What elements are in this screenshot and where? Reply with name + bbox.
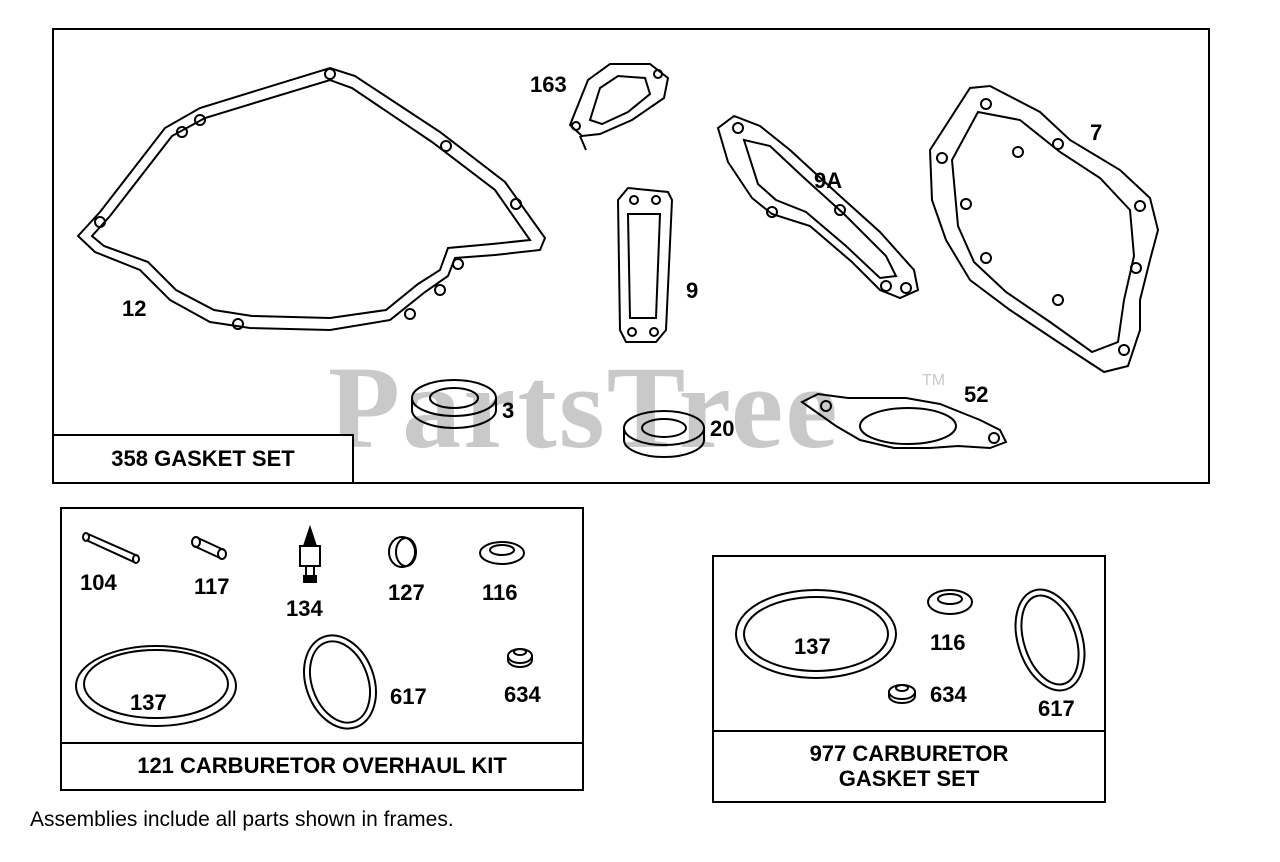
callout-104: 104 <box>80 570 117 595</box>
part-3-seal-drawing <box>411 379 497 429</box>
callout-20: 20 <box>710 416 735 441</box>
carb-set-116-washer-drawing <box>927 589 973 615</box>
carb-gasket-set-title-line2: GASKET SET <box>838 765 980 791</box>
carb-set-callout-617: 617 <box>1038 696 1075 721</box>
watermark-trademark: TM <box>922 372 946 389</box>
part-634-washer-drawing <box>507 648 533 668</box>
callout-116: 116 <box>482 580 518 605</box>
callout-9: 9 <box>686 278 699 303</box>
callout-134: 134 <box>286 596 323 621</box>
callout-52: 52 <box>964 382 989 407</box>
callout-117: 117 <box>194 574 230 599</box>
assemblies-note: Assemblies include all parts shown in fr… <box>30 808 454 831</box>
part-52-gasket-drawing <box>800 392 1008 450</box>
callout-12: 12 <box>122 296 147 321</box>
callout-127: 127 <box>388 580 425 605</box>
part-127-plug-drawing <box>388 536 417 568</box>
carb-set-callout-634: 634 <box>930 682 967 707</box>
part-134-needle-drawing <box>299 524 321 583</box>
callout-163: 163 <box>530 72 567 97</box>
gasket-set-frame <box>52 28 1210 484</box>
carb-set-634-washer-drawing <box>888 684 916 704</box>
part-9a-gasket-drawing <box>716 114 920 300</box>
part-20-seal-drawing <box>623 410 705 458</box>
part-617-oring-drawing <box>303 634 377 730</box>
carb-set-617-oring-drawing <box>1014 588 1086 692</box>
callout-137: 137 <box>130 690 167 715</box>
overhaul-kit-title: 121 CARBURETOR OVERHAUL KIT <box>60 742 584 791</box>
part-12-crankcase-gasket-drawing <box>76 66 547 332</box>
carb-gasket-set-title-line1: 977 CARBURETOR <box>809 741 1009 767</box>
gasket-set-title: 358 GASKET SET <box>52 434 354 484</box>
callout-3: 3 <box>502 398 515 423</box>
part-117-sleeve-drawing <box>191 536 227 560</box>
part-7-head-gasket-drawing <box>928 84 1160 374</box>
callout-7: 7 <box>1090 120 1103 145</box>
callout-634: 634 <box>504 682 541 707</box>
carb-set-callout-116: 116 <box>930 630 966 655</box>
part-104-pin-drawing <box>82 532 140 564</box>
callout-9a: 9A <box>814 168 843 193</box>
part-9-gasket-drawing <box>616 186 674 343</box>
carb-gasket-set-title: 977 CARBURETOR GASKET SET <box>712 730 1106 803</box>
part-163-gasket-drawing <box>568 63 670 151</box>
part-116-washer-drawing <box>479 541 525 565</box>
callout-617: 617 <box>390 684 427 709</box>
carb-set-137-oring-drawing <box>735 589 897 679</box>
carb-set-callout-137: 137 <box>794 634 831 659</box>
part-137-oring-drawing <box>75 645 237 727</box>
